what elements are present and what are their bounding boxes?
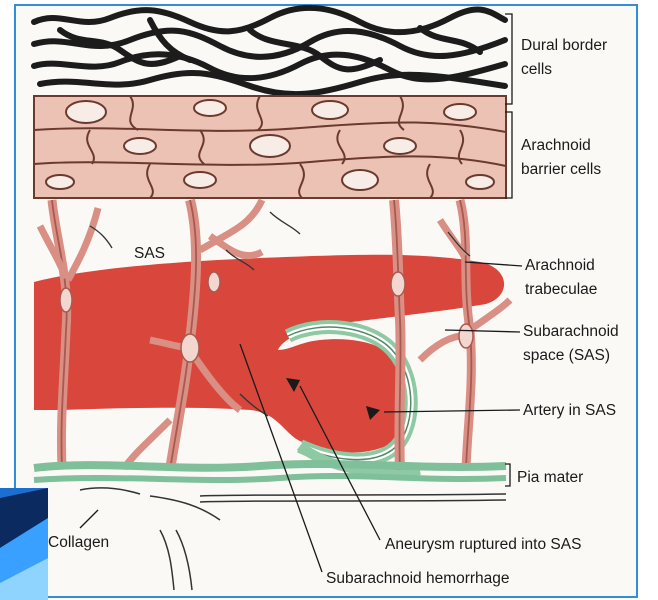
- label-hemorrhage: Subarachnoid hemorrhage: [326, 570, 510, 587]
- label-dural-border-line2: cells: [521, 61, 552, 78]
- label-subarachnoid-space-line2: space (SAS): [523, 347, 610, 364]
- label-dural-border-line1: Dural border: [521, 37, 607, 54]
- label-sas: SAS: [134, 245, 165, 262]
- dural-border-cells: [34, 8, 505, 94]
- label-arachnoid-barrier-line1: Arachnoid: [521, 137, 591, 154]
- label-aneurysm: Aneurysm ruptured into SAS: [385, 536, 581, 553]
- label-arachnoid-barrier-line2: barrier cells: [521, 161, 601, 178]
- arachnoid-barrier-cells: [34, 96, 506, 198]
- label-subarachnoid-space-line1: Subarachnoid: [523, 323, 619, 340]
- label-pia-mater: Pia mater: [517, 469, 583, 486]
- label-artery: Artery in SAS: [523, 402, 616, 419]
- label-trabeculae-line2: trabeculae: [525, 281, 597, 298]
- pia-mater: [34, 464, 506, 480]
- label-trabeculae-line1: Arachnoid: [525, 257, 595, 274]
- label-collagen: Collagen: [48, 534, 109, 551]
